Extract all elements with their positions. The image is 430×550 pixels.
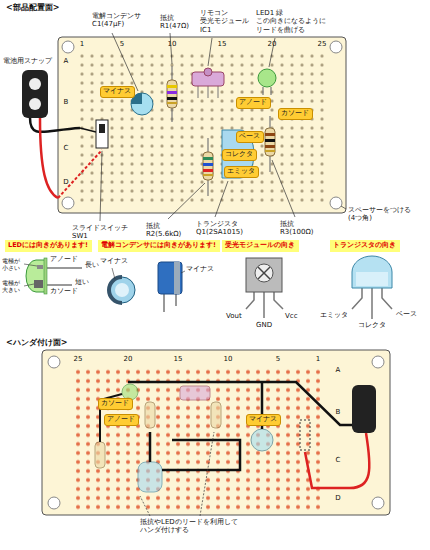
pin-label: コレクタ: [358, 322, 386, 330]
pin-tag: アノード: [236, 97, 271, 109]
part-label: トランジスタ Q1(2SA1015): [196, 220, 243, 237]
column-number: 10: [224, 355, 233, 363]
column-number: 25: [318, 40, 327, 48]
note-label: 抵抗やLEDのリードを利用して ハンダ付けする: [140, 518, 238, 535]
node-text: 電解コンデンサには向きがあります!: [101, 242, 216, 250]
node-text: マイナス: [103, 88, 131, 96]
node-text: コレクタ: [225, 151, 253, 159]
column-number: 10: [168, 40, 177, 48]
column-number: 1: [316, 355, 320, 363]
pin-label: Vout: [226, 312, 242, 320]
note-label: スペーサーをつける (4つ角): [348, 206, 411, 223]
node-text: アノード: [239, 99, 267, 107]
resistor-symbol: [203, 138, 213, 196]
part-label: スライドスイッチ SW1: [72, 224, 128, 241]
receiver-module: [192, 68, 224, 98]
pin-label: カソード: [50, 288, 78, 296]
pin-tag: カソード: [278, 108, 313, 120]
node-text: アノード: [107, 416, 135, 424]
battery-snap: [22, 70, 102, 198]
column-number: 15: [218, 40, 227, 48]
pin-label: 電極が 小さい: [2, 257, 20, 271]
pin-tag: コレクタ: [222, 149, 257, 161]
part-label: 電池用スナップ: [3, 57, 52, 65]
row-letter: B: [64, 98, 69, 106]
row-letter: A: [336, 366, 341, 374]
pin-label: Vcc: [285, 312, 298, 320]
bottom-board: [42, 350, 390, 515]
row-letter: D: [63, 178, 68, 186]
notice-band: 電解コンデンサには向きがあります!: [98, 240, 220, 252]
node-text: カソード: [281, 110, 309, 118]
section-heading: <ハンダ付け面>: [6, 338, 67, 348]
slide-switch: [96, 120, 108, 148]
column-number: 20: [268, 40, 277, 48]
column-number: 5: [120, 40, 124, 48]
notice-band: トランジスタの向き: [330, 240, 400, 252]
node-text: トランジスタの向き: [333, 242, 396, 250]
ghost-components: [95, 384, 273, 492]
part-label: 抵抗 R2(5.6kΩ): [146, 222, 181, 239]
node-text: マイナス: [249, 416, 277, 424]
node-text: カソード: [101, 400, 129, 408]
column-number: 20: [124, 355, 133, 363]
row-letter: C: [64, 144, 69, 152]
pin-label: 短い: [75, 279, 89, 287]
pin-label: 電極が 大きい: [2, 279, 20, 293]
part-label: LED1 緑 この向きになるように リードを曲げる: [256, 9, 336, 34]
pin-tag: ベース: [236, 131, 264, 143]
part-label: 電解コンデンサ C1(47μF): [92, 12, 141, 29]
module-illustration: [246, 258, 283, 318]
transistor-illustration: [352, 256, 392, 319]
row-letter: B: [336, 408, 341, 416]
pin-tag: カソード: [98, 398, 133, 410]
pin-tag: エミッタ: [224, 166, 259, 178]
row-letter: D: [335, 494, 340, 502]
node-text: エミッタ: [227, 168, 255, 176]
pin-tag: アノード: [104, 414, 139, 426]
notice-band: LEDには向きがあります!: [5, 240, 92, 252]
pin-label: 長い: [85, 262, 99, 270]
part-label: 抵抗 R1(47Ω): [160, 14, 189, 31]
pin-label: マイナス: [100, 258, 128, 266]
pin-tag: マイナス: [246, 414, 281, 426]
column-number: 5: [276, 355, 280, 363]
notice-band: 受光モジュールの向き: [222, 240, 299, 252]
node-text: LEDには向きがあります!: [8, 242, 88, 250]
capacitor-illustration: [109, 262, 185, 312]
column-number: 25: [74, 355, 83, 363]
pin-label: GND: [256, 321, 272, 329]
pin-label: エミッタ: [320, 312, 348, 320]
row-letter: C: [336, 456, 341, 464]
row-letter: A: [64, 57, 69, 65]
solder-wiring: [100, 382, 376, 516]
led-symbol: [258, 69, 276, 95]
column-number: 1: [80, 40, 84, 48]
part-label: リモコン 受光モジュール IC1: [200, 9, 249, 34]
part-label: 抵抗 R3(100Ω): [280, 220, 313, 237]
leader-line: [100, 33, 346, 221]
pin-tag: マイナス: [100, 86, 135, 98]
pin-label: ベース: [396, 311, 417, 319]
pin-label: アノード: [50, 256, 78, 264]
column-number: 15: [174, 355, 183, 363]
node-text: ベース: [239, 133, 260, 141]
node-text: 受光モジュールの向き: [225, 242, 295, 250]
resistor-symbol: [167, 66, 177, 122]
section-heading: <部品配置面>: [6, 3, 59, 13]
pin-label: マイナス: [186, 266, 214, 274]
